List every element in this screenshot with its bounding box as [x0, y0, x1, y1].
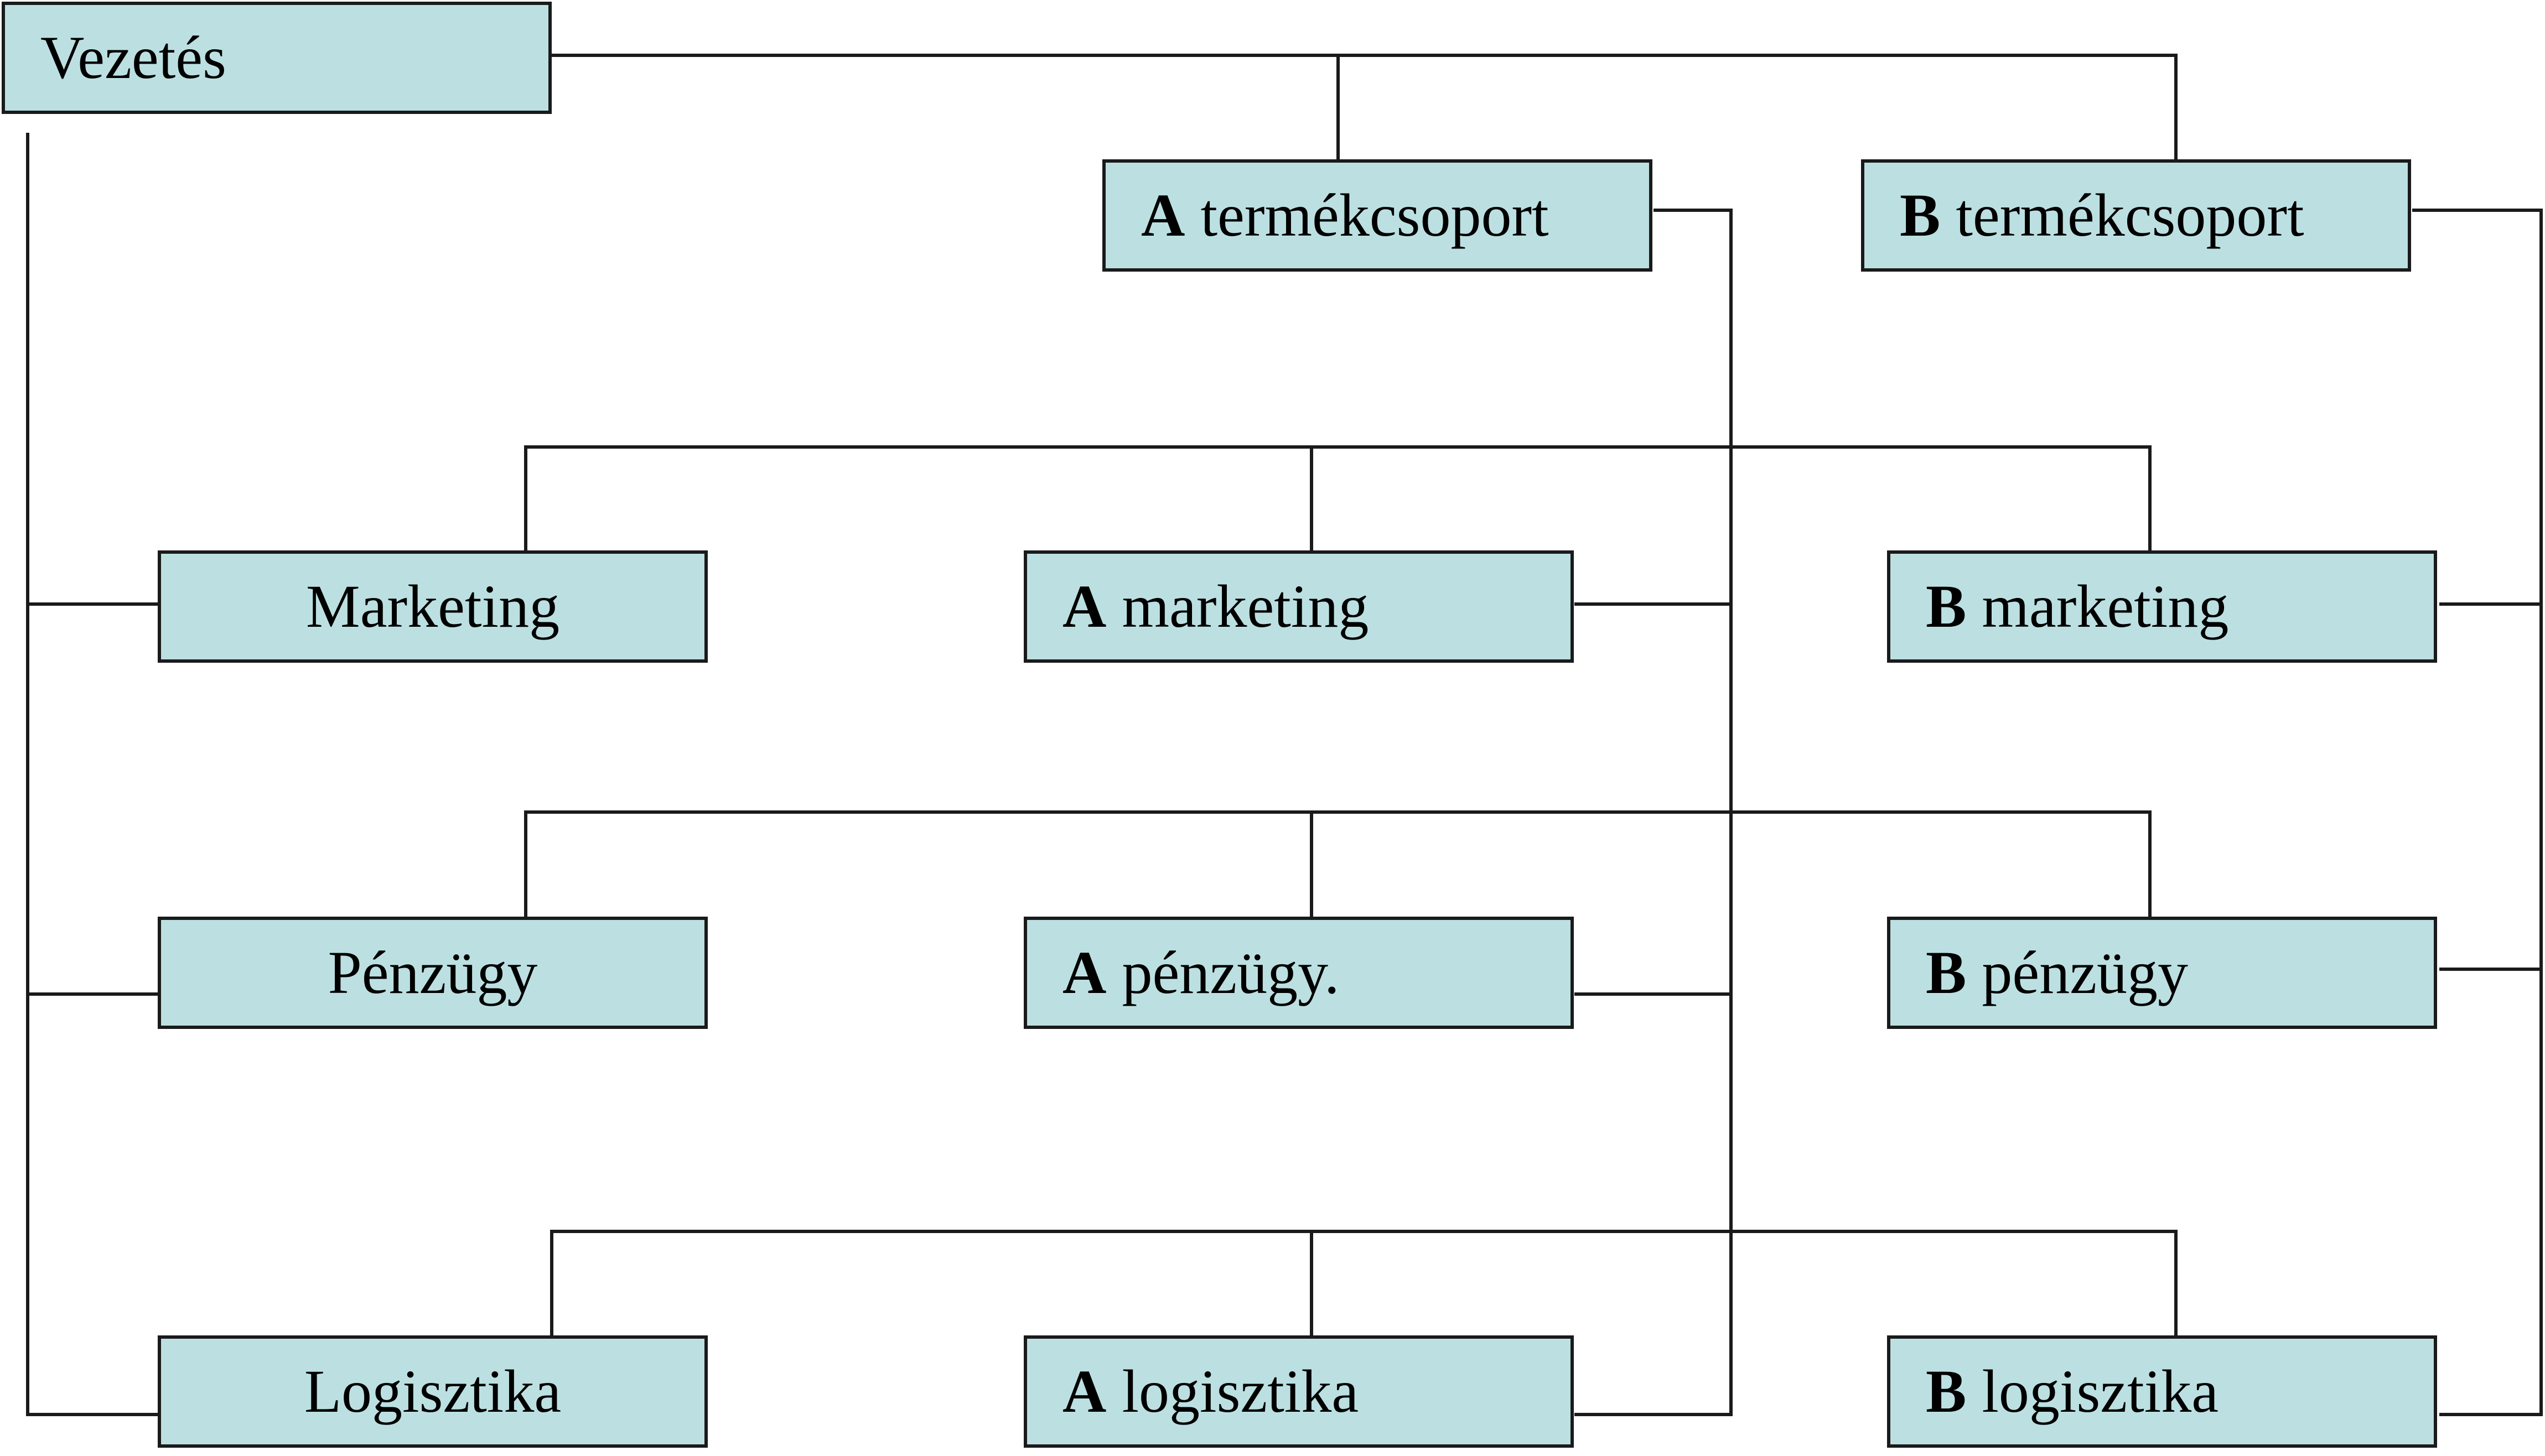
box-label: Logisztika	[304, 1358, 562, 1425]
box-label: termékcsoport	[1956, 181, 2304, 249]
line-marketing-bus	[524, 445, 2152, 550]
box-marketing: Marketing	[158, 550, 708, 663]
box-label: marketing	[1982, 573, 2229, 640]
box-prefix: A	[1062, 939, 1107, 1006]
line-b-termek-spine	[2412, 209, 2543, 1416]
box-prefix: B	[1926, 1358, 1967, 1425]
box-label: logisztika	[1122, 1358, 1359, 1425]
box-prefix: B	[1926, 573, 1967, 640]
box-label: marketing	[1122, 573, 1369, 640]
box-label: pénzügy.	[1122, 939, 1340, 1006]
box-label: logisztika	[1982, 1358, 2219, 1425]
box-prefix: A	[1141, 181, 1185, 249]
box-penzugy: Pénzügy	[158, 917, 708, 1029]
box-prefix: A	[1062, 573, 1107, 640]
box-logisztika: Logisztika	[158, 1335, 708, 1448]
box-prefix: B	[1926, 939, 1967, 1006]
line-vezetes-to-groups	[552, 54, 2178, 159]
box-prefix: A	[1062, 1358, 1107, 1425]
box-prefix: B	[1900, 181, 1941, 249]
box-label: Marketing	[305, 573, 560, 640]
box-label: Vezetés	[40, 24, 226, 91]
line-logisztika-bus	[550, 1230, 2178, 1335]
box-label: Pénzügy	[328, 939, 538, 1006]
box-label: termékcsoport	[1200, 181, 1549, 249]
line-penzugy-bus	[524, 810, 2152, 917]
box-vezetes: Vezetés	[2, 2, 552, 114]
box-label: pénzügy	[1982, 939, 2189, 1006]
line-vezetes-trunk	[26, 133, 158, 1416]
